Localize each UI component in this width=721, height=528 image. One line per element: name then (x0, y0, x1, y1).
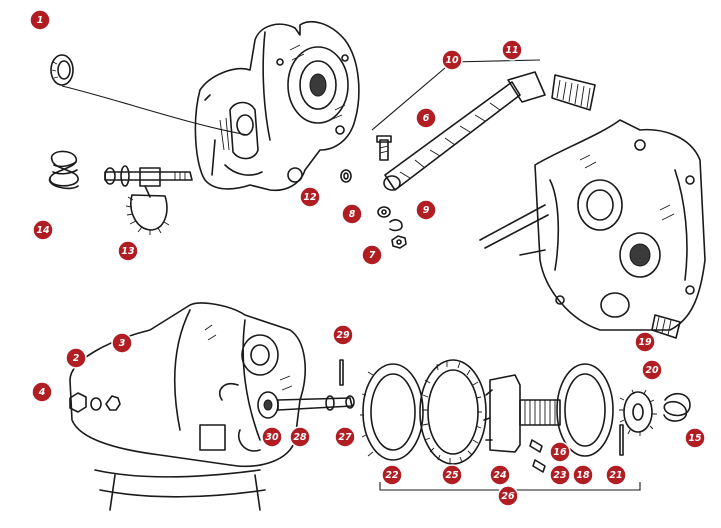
callout-number: 19 (638, 337, 652, 348)
callout-number: 11 (505, 45, 518, 56)
callout-badge-circle (341, 203, 363, 225)
lower-crankcase (69, 302, 306, 511)
callout-number: 21 (609, 470, 622, 481)
callout-badge-circle (334, 426, 356, 448)
callout-badge-circle (117, 240, 139, 262)
callout-badge-18: 18 (572, 464, 594, 486)
callout-badge-circle (31, 381, 53, 403)
callout-badge-23: 23 (549, 464, 571, 486)
callout-badge-6: 6 (415, 107, 437, 129)
callout-number: 26 (501, 491, 515, 502)
callout-number: 9 (423, 205, 430, 216)
callout-number: 7 (369, 250, 376, 261)
callout-badge-circle (605, 464, 627, 486)
callout-badge-19: 19 (634, 331, 656, 353)
kickstart-shaft-part (104, 165, 193, 235)
callout-badge-circle (381, 464, 403, 486)
callout-number: 24 (493, 470, 507, 481)
callout-badge-25: 25 (441, 464, 463, 486)
callout-number: 22 (385, 470, 399, 481)
callout-badge-circle (415, 107, 437, 129)
callout-badge-circle (549, 464, 571, 486)
callout-number: 14 (36, 225, 50, 236)
callout-number: 25 (445, 470, 459, 481)
callout-badge-3: 3 (111, 332, 133, 354)
clutch-cover-assembly (194, 21, 360, 192)
callout-number: 2 (73, 353, 80, 364)
callout-number: 3 (119, 338, 126, 349)
callout-badge-circle (332, 324, 354, 346)
callout-badge-circle (572, 464, 594, 486)
washers-and-nut (377, 206, 407, 249)
callout-badge-circle (415, 199, 437, 221)
callout-badge-circle (684, 427, 706, 449)
callout-badge-circle (441, 49, 463, 71)
callout-badge-circle (489, 464, 511, 486)
callout-badge-13: 13 (117, 240, 139, 262)
callout-badge-8: 8 (341, 203, 363, 225)
callout-badge-circle (111, 332, 133, 354)
callout-badge-circle (549, 441, 571, 463)
callout-badge-circle (32, 219, 54, 241)
callout-badge-15: 15 (684, 427, 706, 449)
callout-badge-24: 24 (489, 464, 511, 486)
callout-badge-20: 20 (641, 359, 663, 381)
crankcase-half (479, 119, 706, 339)
callout-number: 13 (121, 246, 135, 257)
callout-badge-28: 28 (289, 426, 311, 448)
callout-badge-21: 21 (605, 464, 627, 486)
callout-badge-4: 4 (31, 381, 53, 403)
callout-number: 18 (576, 470, 590, 481)
callout-badge-16: 16 (549, 441, 571, 463)
callout-badge-circle (289, 426, 311, 448)
callout-badge-circle (497, 485, 519, 507)
callout-badge-circle (65, 347, 87, 369)
callout-badge-9: 9 (415, 199, 437, 221)
callout-badge-14: 14 (32, 219, 54, 241)
callout-badge-circle (634, 331, 656, 353)
callout-badge-12: 12 (299, 186, 321, 208)
shaft-group (218, 359, 355, 452)
callout-number: 27 (338, 432, 352, 443)
callout-badge-26: 26 (497, 485, 519, 507)
callout-badge-11: 11 (501, 39, 523, 61)
callout-number: 6 (423, 113, 430, 124)
kickstart-lever-assembly (371, 59, 596, 191)
oil-seal-part (50, 54, 249, 136)
callout-badge-circle (441, 464, 463, 486)
kickstart-spring-part (48, 150, 79, 190)
callout-number: 1 (37, 15, 44, 26)
clutch-pack (360, 359, 691, 500)
callout-badge-circle (261, 426, 283, 448)
callout-number: 23 (553, 470, 567, 481)
callout-badge-7: 7 (361, 244, 383, 266)
callout-number: 4 (38, 387, 46, 398)
callout-badge-1: 1 (29, 9, 51, 31)
callout-badge-30: 30 (261, 426, 283, 448)
callout-number: 8 (349, 209, 356, 220)
washer-part-12 (340, 169, 352, 183)
callout-badge-27: 27 (334, 426, 356, 448)
callout-badge-22: 22 (381, 464, 403, 486)
callout-badge-circle (641, 359, 663, 381)
callout-badge-10: 10 (441, 49, 463, 71)
callout-number: 20 (645, 365, 659, 376)
callout-number: 29 (336, 330, 350, 341)
callout-badge-circle (361, 244, 383, 266)
callout-badge-circle (29, 9, 51, 31)
callout-number: 16 (553, 447, 567, 458)
callout-number: 12 (303, 192, 317, 203)
callout-badge-2: 2 (65, 347, 87, 369)
callout-number: 15 (688, 433, 702, 444)
callout-number: 30 (265, 432, 279, 443)
callout-badge-circle (299, 186, 321, 208)
callout-badge-29: 29 (332, 324, 354, 346)
callout-number: 28 (293, 432, 307, 443)
callout-badge-circle (501, 39, 523, 61)
callout-number: 10 (445, 55, 459, 66)
